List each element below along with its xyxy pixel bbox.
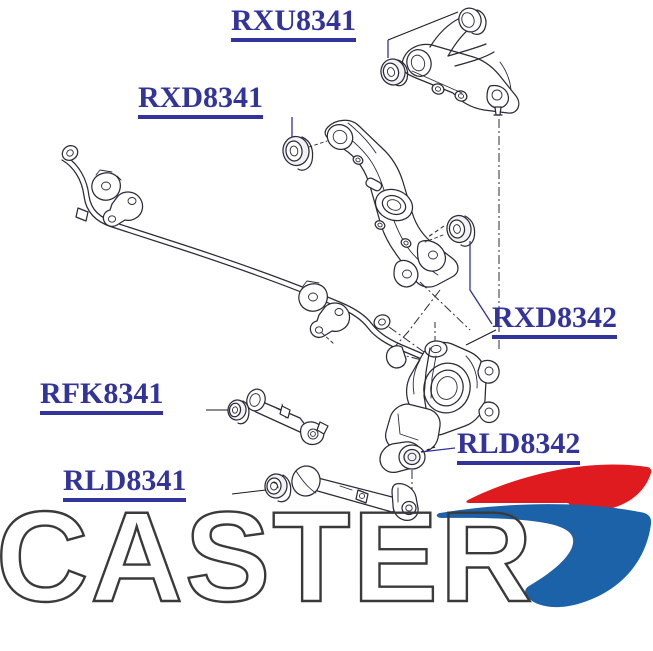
upper-control-arm: [380, 7, 520, 116]
stab-bracket-lower: [309, 302, 351, 345]
label-rfk8341[interactable]: RFK8341: [40, 379, 164, 415]
stab-bar-end-eye: [61, 145, 79, 161]
trailing-link: [264, 465, 419, 522]
trailing-link-bracket: [391, 482, 419, 522]
logo-red-swoosh: [466, 464, 652, 512]
stab-bushing-upper: [91, 169, 122, 201]
stab-bar-collar-upper: [75, 207, 89, 222]
stab-bushing-lower: [298, 280, 328, 312]
label-rxd8341[interactable]: RXD8341: [138, 83, 263, 119]
rld8342-bushing-eye: [398, 444, 426, 470]
label-rxu8341[interactable]: RXU8341: [231, 6, 356, 42]
label-rld8342[interactable]: RLD8342: [457, 429, 581, 465]
lca-rear-fork: [393, 239, 447, 288]
toe-link-ball-joint: [300, 421, 329, 446]
label-rld8341[interactable]: RLD8341: [63, 466, 187, 502]
knuckle-hub-bore: [423, 362, 471, 414]
upper-arm-front-sleeve: [406, 49, 432, 77]
leader-lines: [206, 11, 497, 495]
toe-link-sleeve: [246, 388, 266, 412]
rxd8342-bushing: [446, 214, 476, 247]
upper-arm-ball-joint: [486, 84, 510, 116]
lca-slots: [352, 155, 412, 248]
knuckle-upper-boss: [424, 340, 448, 358]
logo-blue-swoosh: [436, 504, 652, 608]
rxu8341-bushing: [380, 58, 409, 87]
caster-logo: CASTER: [0, 464, 652, 630]
lca-front-eye: [326, 124, 354, 150]
toe-link: [227, 388, 329, 446]
logo-wordmark: CASTER: [0, 486, 534, 629]
knuckle-right-ear: [477, 359, 500, 424]
rld8341-bushing: [264, 473, 292, 503]
lca-spring-seat: [374, 188, 414, 222]
upper-arm-eyelets: [431, 83, 468, 102]
label-rxd8342[interactable]: RXD8342: [492, 303, 617, 339]
stab-bracket-upper: [102, 191, 144, 227]
stab-link-eye: [373, 314, 391, 330]
steering-knuckle: [379, 340, 500, 474]
trailing-link-sleeve: [291, 465, 321, 497]
lower-control-arm: [282, 119, 476, 288]
rfk8341-bushing: [227, 399, 250, 425]
rxd8341-bushing: [282, 135, 314, 171]
upper-arm-rear-bushing-attached: [458, 7, 487, 35]
stabilizer-bar: [61, 145, 429, 361]
